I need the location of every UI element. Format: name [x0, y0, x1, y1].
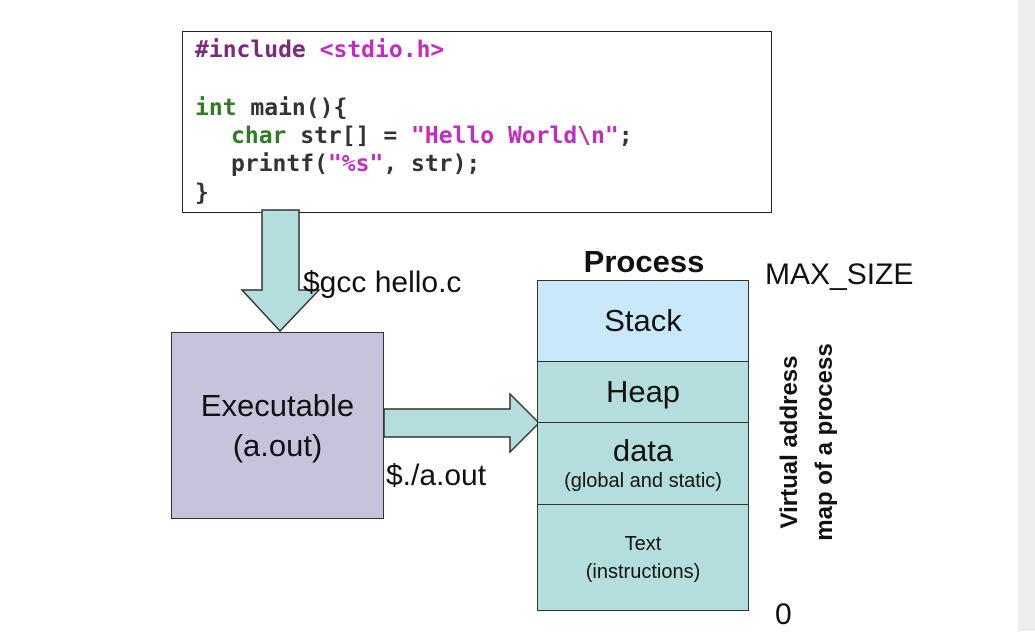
- max-size-label: MAX_SIZE: [765, 258, 914, 291]
- code-line-include: #include <stdio.h>: [195, 36, 444, 64]
- include-header: <stdio.h>: [319, 37, 445, 63]
- data-label: data: [612, 432, 674, 468]
- side-caption-line2: map of a process: [811, 343, 838, 541]
- process-title: Process: [583, 244, 705, 279]
- heap-label: Heap: [605, 374, 681, 409]
- format-string: "%s": [327, 151, 384, 177]
- stack-segment: Stack: [537, 280, 749, 362]
- zero-address-label: 0: [775, 598, 792, 631]
- executable-box: Executable (a.out): [171, 332, 384, 519]
- source-code-box: #include <stdio.h> int main(){ char str[…: [182, 31, 772, 213]
- edge-strip: [1018, 0, 1035, 631]
- str-declaration: str[] =: [286, 123, 412, 149]
- printf-args: , str);: [383, 151, 481, 177]
- executable-label: Executable: [200, 387, 355, 423]
- code-line-close-brace: }: [195, 180, 209, 206]
- stack-label: Stack: [604, 303, 682, 338]
- text-segment: Text (instructions): [537, 504, 749, 611]
- heap-segment: Heap: [537, 361, 749, 423]
- side-caption-line1: Virtual address: [776, 355, 803, 529]
- data-segment: data (global and static): [537, 422, 749, 505]
- code-line-printf: printf("%s", str);: [231, 150, 480, 178]
- char-type: char: [231, 123, 287, 149]
- include-directive: #include: [195, 37, 306, 63]
- text-note: (instructions): [585, 560, 701, 583]
- run-command: $./a.out: [386, 459, 487, 492]
- code-line-main: int main(){: [195, 94, 347, 122]
- text-label: Text: [624, 532, 662, 555]
- main-return-type: int: [195, 95, 237, 121]
- compile-arrow: [240, 209, 321, 333]
- main-signature: main(){: [236, 95, 348, 121]
- semicolon: ;: [618, 123, 633, 149]
- executable-filename: (a.out): [232, 427, 323, 463]
- hello-string: "Hello World\n": [411, 123, 619, 149]
- data-note: (global and static): [564, 469, 722, 492]
- code-line-declaration: char str[] = "Hello World\n";: [231, 122, 633, 150]
- run-arrow: [383, 392, 541, 454]
- compile-command: $gcc hello.c: [303, 266, 462, 299]
- printf-call: printf(: [231, 151, 328, 177]
